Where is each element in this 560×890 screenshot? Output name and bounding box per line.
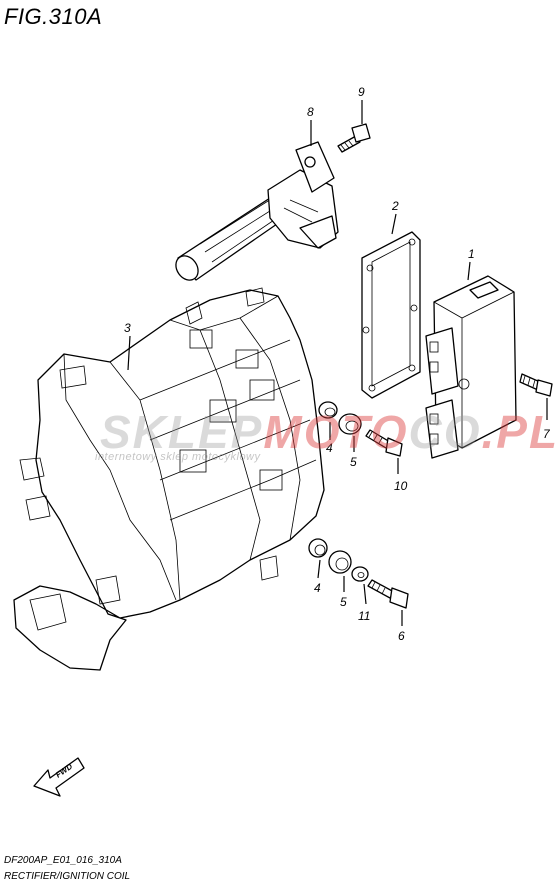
- callout-1: 1: [468, 247, 475, 261]
- part-bolt-6[interactable]: [367, 579, 409, 609]
- part-collar-5-lower[interactable]: [328, 550, 352, 574]
- part-collar-5-upper[interactable]: [338, 413, 362, 435]
- figure-title: FIG.310A: [4, 4, 103, 29]
- callout-5-lower: 5: [340, 595, 347, 609]
- callout-11: 11: [358, 609, 370, 623]
- part-washer[interactable]: [351, 566, 369, 582]
- watermark-part-a: SKLEP: [100, 406, 264, 458]
- callout-8: 8: [307, 105, 314, 119]
- callout-9: 9: [358, 85, 365, 99]
- part-grommet-4-upper[interactable]: [318, 401, 338, 419]
- callout-4-lower: 4: [314, 581, 321, 595]
- watermark: SKLEPMOTOCO.PL: [100, 405, 559, 459]
- part-grommet-4-lower[interactable]: [308, 538, 328, 558]
- callout-5-upper: 5: [350, 455, 357, 469]
- watermark-part-b: MOTO: [263, 406, 409, 458]
- callout-3: 3: [124, 321, 131, 335]
- part-bracket[interactable]: [13, 287, 325, 671]
- fwd-arrow-icon: FWD: [33, 757, 85, 797]
- callout-10: 10: [394, 479, 408, 493]
- part-ignition-coil[interactable]: [171, 141, 339, 284]
- part-gasket[interactable]: [361, 231, 421, 399]
- figure-name: RECTIFIER/IGNITION COIL: [4, 871, 131, 882]
- watermark-subtitle: internetowy sklep motocyklowy: [95, 451, 261, 463]
- part-bolt-10[interactable]: [365, 429, 403, 457]
- callout-2: 2: [391, 199, 399, 213]
- part-bolt-7[interactable]: [519, 373, 553, 397]
- callout-7: 7: [543, 427, 551, 441]
- watermark-part-c: CO: [408, 406, 482, 458]
- callout-6: 6: [398, 629, 405, 643]
- part-rectifier[interactable]: [425, 275, 517, 459]
- part-bolt-9[interactable]: [337, 123, 371, 153]
- figure-code: DF200AP_E01_016_310A: [4, 855, 122, 866]
- callout-4-upper: 4: [326, 441, 333, 455]
- watermark-part-d: .PL: [481, 406, 560, 458]
